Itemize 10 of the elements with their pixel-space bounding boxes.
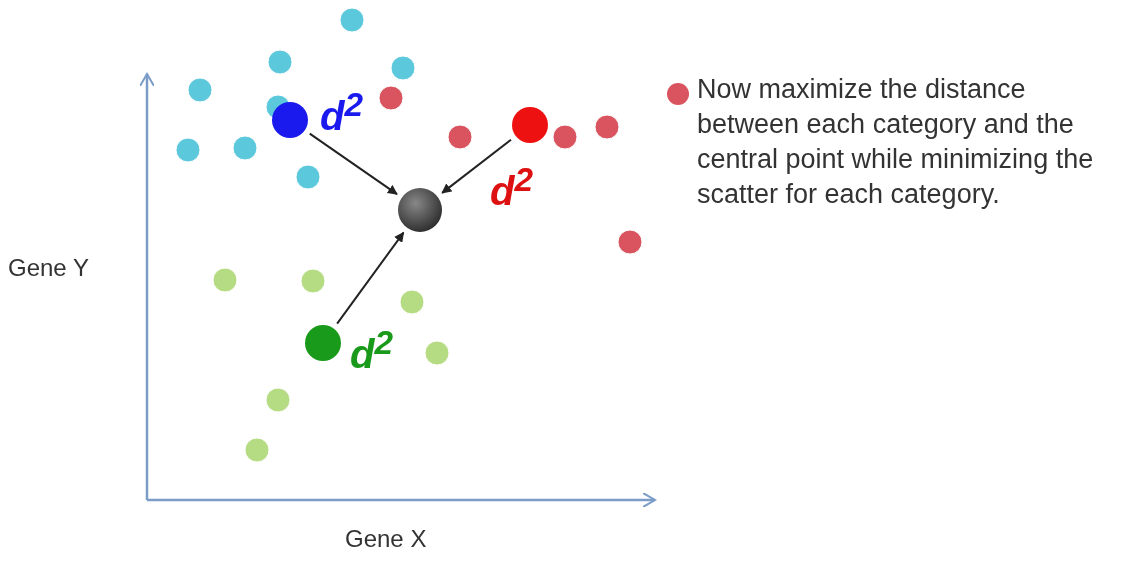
arrow	[308, 132, 398, 196]
axis-title: Gene X	[345, 524, 428, 554]
description-text: Now maximize the distance between each category and the central point while minimizing the scatter for each category.	[697, 73, 1095, 212]
centroid-point	[272, 102, 308, 138]
central-point	[398, 188, 442, 232]
centroid-point	[512, 107, 548, 143]
axis-title: Gene Y	[8, 253, 90, 283]
arrow	[336, 231, 405, 325]
arrow	[441, 138, 512, 194]
centroid-point	[305, 325, 341, 361]
